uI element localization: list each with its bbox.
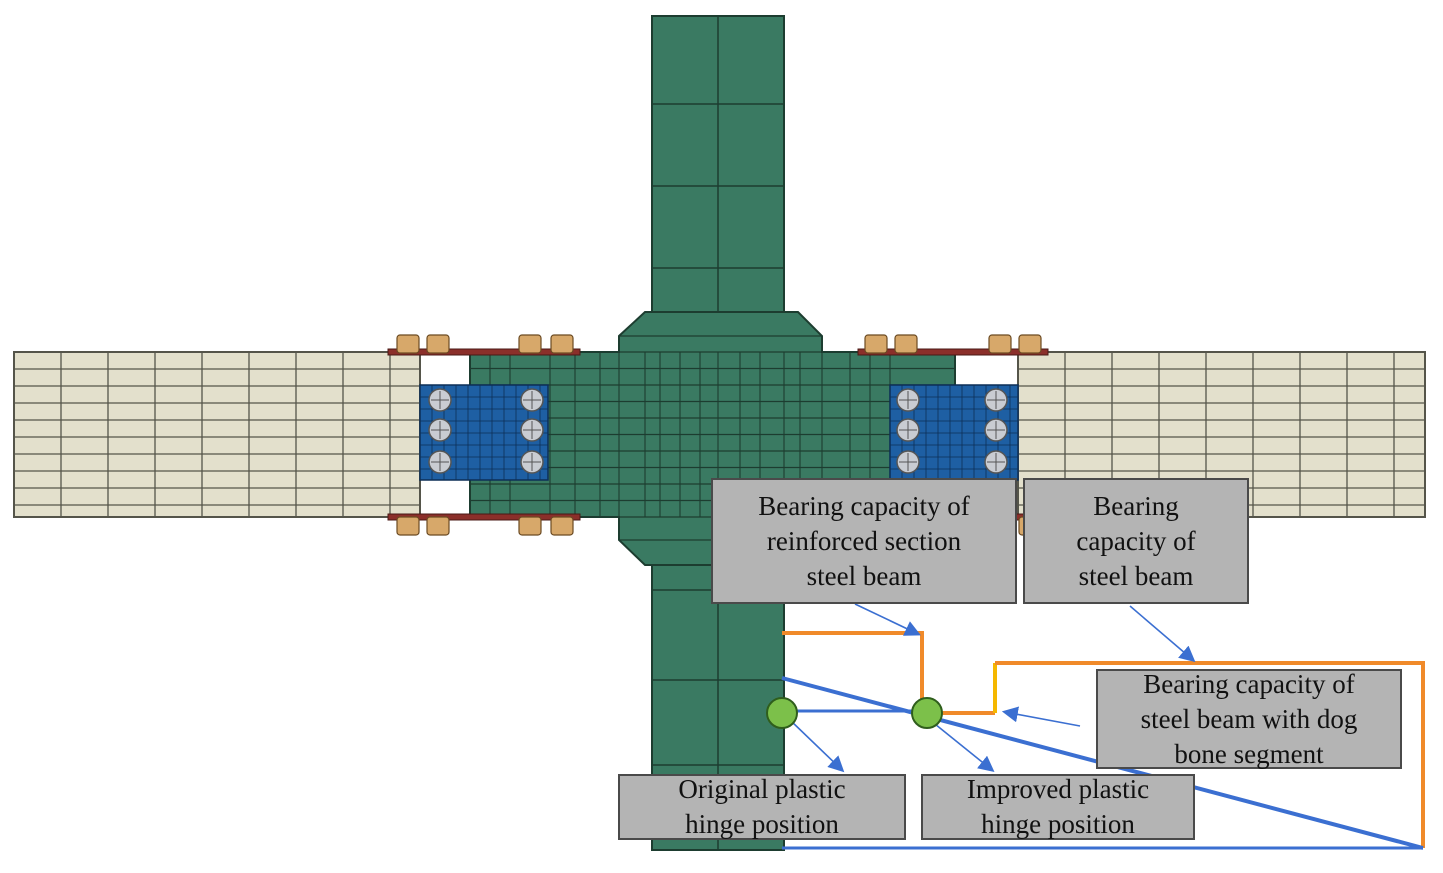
original-hinge-marker xyxy=(766,697,798,729)
arrow-to-improved-hinge-label xyxy=(929,719,995,773)
arrow-to-original-hinge-label xyxy=(789,719,845,773)
arrow-to-steel-beam-line xyxy=(1129,605,1196,663)
label-steel-beam-capacity: Bearing capacity of steel beam xyxy=(1023,478,1249,604)
flange-plate-top-left xyxy=(387,348,581,356)
steel-beam-capacity-line xyxy=(995,661,1425,848)
label-arrows xyxy=(789,603,1196,773)
bolt-nut xyxy=(518,516,542,536)
bolt-nut xyxy=(426,334,450,354)
bolt-nut xyxy=(550,516,574,536)
bolt-nut xyxy=(518,334,542,354)
bolt-nut xyxy=(550,334,574,354)
reinforced-capacity-line xyxy=(782,631,995,715)
moment-capacity-lines xyxy=(781,631,1425,850)
label-dog-bone-capacity: Bearing capacity of steel beam with dog … xyxy=(1096,669,1402,769)
label-original-hinge: Original plastic hinge position xyxy=(618,774,906,840)
bolt-nut xyxy=(988,334,1012,354)
arrow-to-dog-bone-line xyxy=(1001,706,1081,727)
bolt-nut xyxy=(396,334,420,354)
flange-plate-top-right xyxy=(857,348,1049,356)
plastic-hinges xyxy=(766,697,943,729)
label-improved-hinge: Improved plastic hinge position xyxy=(921,774,1195,840)
bolt-nut xyxy=(426,516,450,536)
left-steel-beam xyxy=(13,351,421,518)
arrow-to-reinforced-line xyxy=(854,603,921,636)
bolt-nut xyxy=(1018,334,1042,354)
label-reinforced-section-capacity: Bearing capacity of reinforced section s… xyxy=(711,478,1017,604)
left-beam-body xyxy=(13,351,421,518)
bolt-nut xyxy=(396,516,420,536)
improved-hinge-marker xyxy=(911,697,943,729)
bolt-nut xyxy=(864,334,888,354)
flange-plate-bottom-left xyxy=(387,513,581,521)
bolt-nut xyxy=(894,334,918,354)
